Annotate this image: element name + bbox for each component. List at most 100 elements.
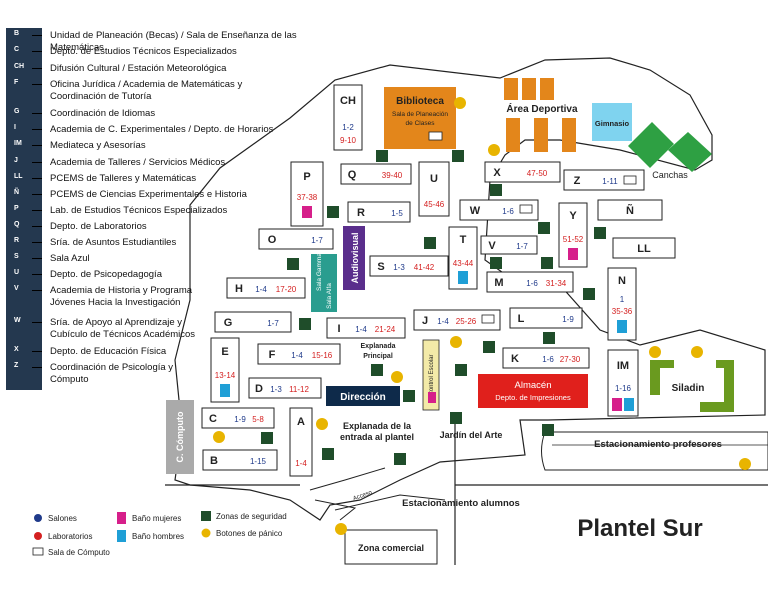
svg-text:1-4: 1-4 [437,317,449,326]
women-restroom-icon [428,392,436,403]
sports-field [540,78,554,100]
panic-button-icon [739,458,751,470]
safety-zone-icon [261,432,273,444]
building-M: M 1-6 31-34 [486,271,574,293]
safety-zone-icon [394,453,406,465]
svg-text:A: A [297,416,305,428]
svg-text:R: R [357,207,365,219]
svg-text:1-4: 1-4 [255,285,267,294]
legend-dash: — [32,140,42,151]
legend-key: IM [14,140,22,147]
svg-text:K: K [511,353,519,365]
bano-hombres-label: Baño hombres [132,532,184,541]
svg-text:C: C [209,413,217,425]
legend-dash: — [32,269,42,280]
svg-text:21-24: 21-24 [375,325,396,334]
safety-zone-icon [287,258,299,270]
direccion-box [326,386,400,406]
panic-button-icon [335,523,347,535]
svg-text:1-6: 1-6 [542,355,554,364]
building-E: E 13-14 [210,337,240,403]
control-escolar-label: Control Escolar [429,354,435,395]
panic-button-icon [391,371,403,383]
sala-alfa-gamma-box [311,254,337,312]
legend-text: Depto. de Laboratorios [50,221,147,232]
sala-alfa-label: Sala Alfa [326,283,333,309]
legend-text: PCEMS de Ciencias Experimentales e Histo… [50,189,247,200]
bano-mujeres-label: Baño mujeres [132,514,181,523]
legend-text: Sría. de Apoyo al Aprendizaje y Cubículo… [50,317,196,340]
svg-text:25-26: 25-26 [456,317,477,326]
building-V: V 1-7 [480,235,538,255]
legend-key: G [14,108,20,115]
building-W: W 1-6 [459,199,539,221]
legend-key: W [14,317,21,324]
plantel-title: Plantel Sur [577,515,702,542]
laboratorios-dot [34,532,42,540]
safety-zone-icon [594,227,606,239]
svg-text:47-50: 47-50 [527,169,548,178]
svg-text:W: W [470,205,481,217]
legend-key: Ñ [14,189,20,196]
building-O: O 1-7 [258,228,334,250]
safety-zone-icon [490,257,502,269]
legend-dash: — [32,108,42,119]
legend-dash: — [32,205,42,216]
biblioteca-box [384,87,456,149]
laboratorios-label: Laboratorios [48,532,92,541]
safety-zones [261,150,606,465]
acceso-label: Acceso [352,490,373,503]
building-P: P 37-38 [290,161,324,227]
biblioteca-sublabel-2: de Clases [406,120,436,127]
men-restroom-icon [458,271,468,284]
jardin-label: Jardín del Arte [440,430,503,440]
explanada-principal-label: Explanada [360,343,395,350]
almacen-label: Almacén [515,380,552,391]
svg-text:37-38: 37-38 [297,193,318,202]
legend-key: F [14,79,19,86]
building-D: D 1-3 11-12 [248,377,322,399]
safety-zone-icon [455,364,467,376]
legend-dash: — [32,237,42,248]
court-1 [628,122,674,168]
svg-text:27-30: 27-30 [560,355,581,364]
building-Y: Y 51-52 [558,202,588,268]
building-J: J 1-4 25-26 [413,309,501,331]
legend-dash: — [32,63,42,74]
building-Q: Q 39-40 [340,163,412,185]
legend-text: Coordinación de Idiomas [50,108,156,119]
almacen-box [478,374,588,408]
svg-text:15-16: 15-16 [312,351,333,360]
panic-button-icon [201,528,211,538]
legend-dash: — [32,317,42,328]
legend-text: Depto. de Psicopedagogía [50,269,162,280]
svg-text:V: V [488,240,496,252]
legend-key: CH [14,63,25,70]
svg-text:1-4: 1-4 [355,325,367,334]
access-road [309,467,446,521]
legend-key: I [14,124,16,131]
legend-text: Mediateca y Asesorías [50,140,146,151]
svg-text:45-46: 45-46 [424,200,445,209]
svg-text:1-6: 1-6 [526,279,538,288]
building-X: X 47-50 [484,161,561,183]
safety-zone-icon [371,364,383,376]
explanada-entrada-label: Explanada de la [343,421,412,431]
svg-text:O: O [268,234,277,246]
panic-button-icon [649,346,661,358]
c-computo-box [166,400,194,474]
svg-text:Q: Q [348,169,357,181]
computer-icon [428,131,443,141]
legend-text: Depto. de Estudios Técnicos Especializad… [50,46,237,57]
legend-key: P [14,205,19,212]
building-K: K 1-6 27-30 [502,347,590,369]
safety-zone-icon [452,150,464,162]
svg-text:LL: LL [637,243,651,255]
panic-buttons [213,97,751,535]
computer-icon [481,314,495,324]
svg-text:L: L [518,313,525,325]
legend-key: S [14,253,19,260]
sports-field [534,118,548,152]
legend-text: Lab. de Estudios Técnicos Especializados [50,205,228,216]
svg-text:1-16: 1-16 [615,384,632,393]
